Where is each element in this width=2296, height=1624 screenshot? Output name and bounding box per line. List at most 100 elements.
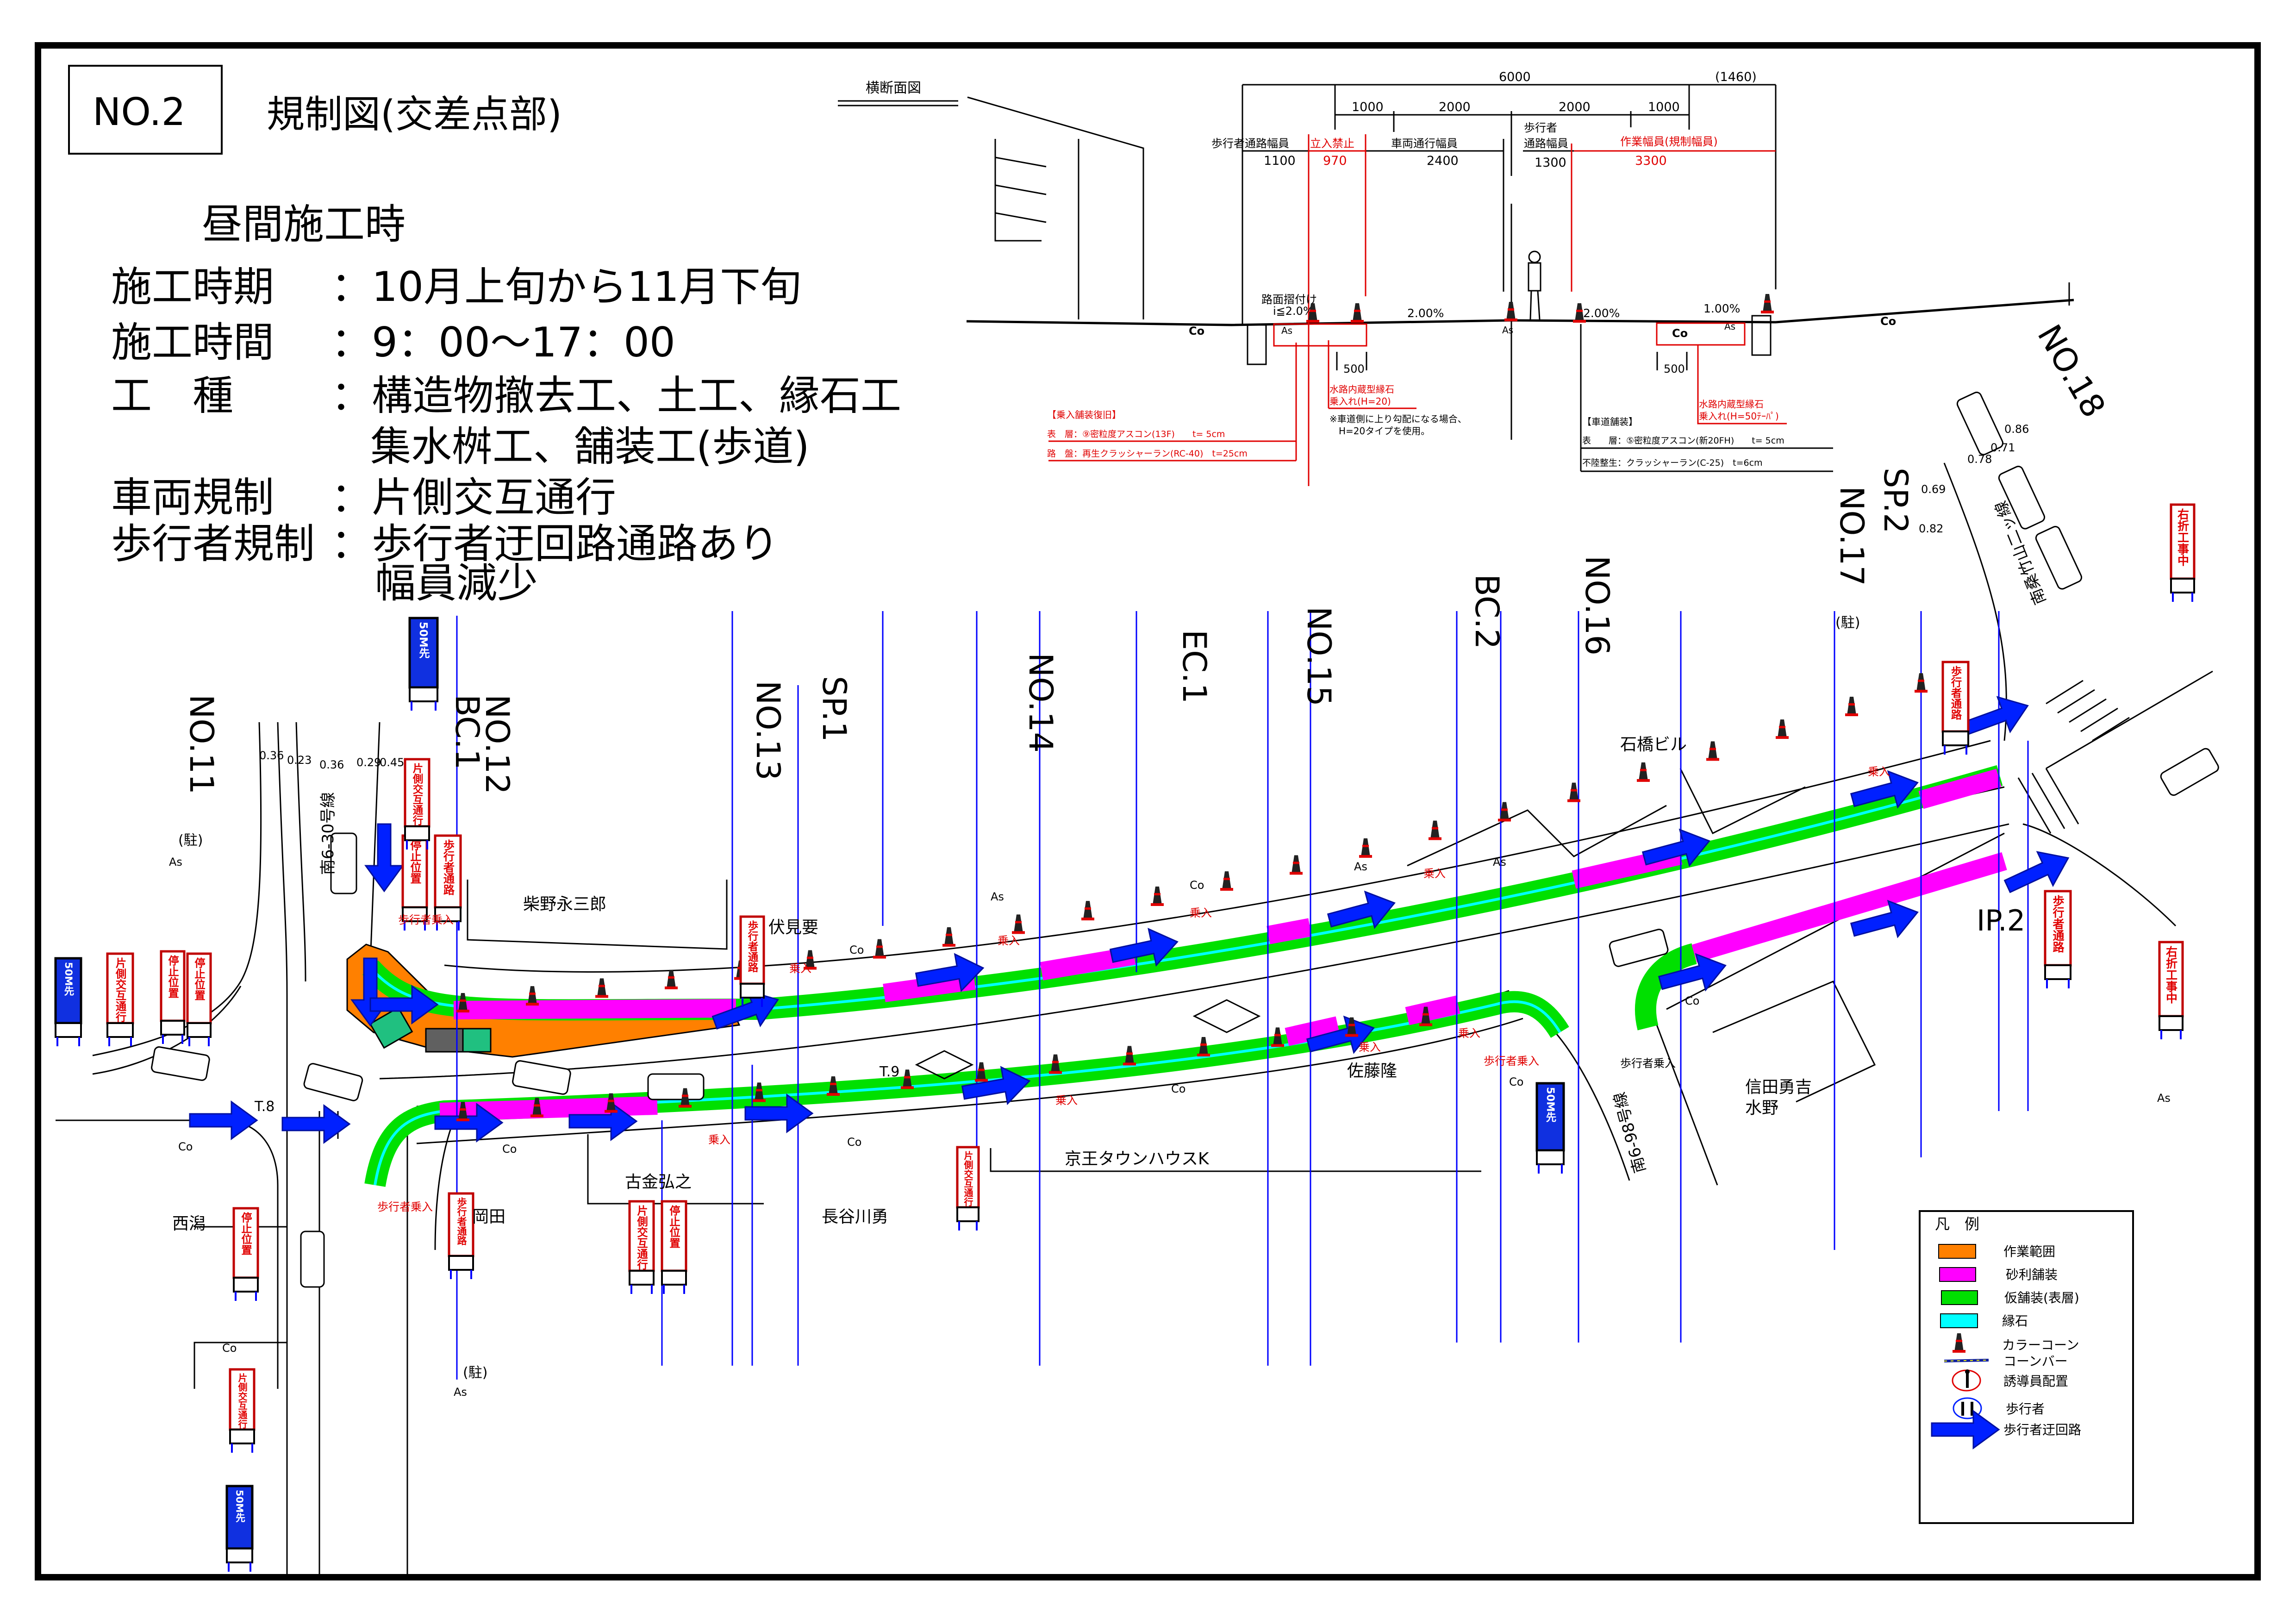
station-label: BC.2	[1468, 574, 1506, 649]
signboards: 停止位置歩行者通路片側交互通行50M先歩行者通路停止位置片側交互通行50M先停止…	[54, 503, 2196, 1572]
traffic-cone-icon	[1504, 302, 1517, 321]
legend-swatch-work-area	[1938, 1244, 1976, 1259]
legend-swatch-gravel	[1939, 1267, 1976, 1282]
place-hasegawa: 長谷川勇	[822, 1207, 888, 1226]
sign-pedestrian-path: 歩行者通路	[448, 1192, 474, 1279]
pedestrian-figure-icon	[1528, 250, 1541, 320]
surface-co: Co	[178, 1140, 193, 1153]
sign-text: 歩行者通路	[455, 1197, 467, 1246]
sign-text: 歩行者通路	[442, 839, 455, 895]
sheet-number-box	[68, 65, 223, 155]
traffic-cone-icon	[942, 927, 955, 947]
traffic-cone-icon	[1359, 838, 1372, 858]
sign-text: 停止位置	[408, 839, 421, 884]
dim-4: 1000	[1648, 100, 1680, 114]
sign-text: 50M先	[1544, 1087, 1556, 1123]
elevation: 0.36	[259, 749, 284, 762]
sign-stop-position: 停止位置	[232, 1207, 259, 1301]
sign-text: 片側交互通行	[114, 957, 127, 1023]
pedestrian-entry: 歩行者乗入	[1620, 1057, 1676, 1070]
sheet-number: NO.2	[93, 90, 186, 134]
traffic-cone-icon	[1290, 855, 1303, 875]
traffic-cone-icon	[1706, 741, 1719, 761]
elevation: 0.71	[1990, 441, 2015, 454]
excavator	[369, 1006, 413, 1049]
info-heading: 昼間施工時	[202, 200, 406, 248]
driveway-entry: 乗入	[1423, 867, 1446, 880]
slope-far-right: 1.00%	[1703, 302, 1740, 315]
road-name-west: 南6-30号線	[319, 792, 337, 875]
surface-co: Co	[222, 1342, 237, 1355]
driveway-base: 路 盤：再生クラッシャーラン(RC-40) t=25cm	[1047, 449, 1248, 459]
road-paving-heading: 【車道舗装】	[1582, 416, 1638, 427]
pedestrian-entry: 歩行者乗入	[1484, 1055, 1539, 1068]
sign-text: 停止位置	[166, 955, 179, 999]
sign-pedestrian-ahead: 50M先	[1535, 1082, 1565, 1174]
temp-paving-east	[1635, 943, 1697, 1031]
sign-stop-position: 停止位置	[186, 952, 212, 1046]
elevation: 0.29	[356, 756, 381, 769]
sign-pedestrian-ahead: 50M先	[408, 617, 439, 711]
info-value-pedestrian: ：歩行者迂回路通路あり	[331, 520, 779, 568]
curb-north	[369, 774, 2000, 1012]
pedestrian-icon	[1953, 1397, 1982, 1419]
place-shinoda: 信田勇吉	[1745, 1078, 1812, 1097]
sign-alternating-traffic: 片側交互通行	[229, 1368, 256, 1453]
sign-text: 右折工事中	[2165, 945, 2178, 1004]
curb-right-1: 水路内蔵型縁石	[1699, 399, 1764, 410]
surface-co-far: Co	[1880, 315, 1896, 328]
traffic-cone-icon	[1220, 871, 1233, 891]
legend-label-cone-bar: コーンバー	[2003, 1354, 2068, 1369]
sign-pedestrian-path: 歩行者通路	[739, 915, 765, 1007]
elevation: 0.69	[1921, 483, 1946, 496]
sign-text: 右折工事中	[2176, 508, 2190, 566]
sign-alternating-traffic: 片側交互通行	[956, 1146, 980, 1230]
place-sato: 佐藤隆	[1347, 1062, 1397, 1081]
surface-as: As	[169, 856, 182, 868]
traffic-cone-icon	[1845, 697, 1858, 716]
label-ped-width: 歩行者通路幅員	[1211, 137, 1289, 150]
surface-co: Co	[1509, 1075, 1523, 1088]
label-work-width: 作業幅員(規制幅員)	[1620, 135, 1718, 148]
traffic-cone-icon	[1151, 887, 1164, 906]
marker-t8: T.8	[254, 1099, 275, 1115]
detour-arrow-icon	[365, 823, 404, 892]
surface-as: As	[1493, 856, 1506, 868]
place-ishibashi-building: 石橋ビル	[1620, 735, 1687, 754]
detour-arrow-icon	[1958, 687, 2035, 747]
dim-2: 2000	[1439, 100, 1471, 114]
parking-mark: (駐)	[463, 1365, 487, 1381]
flagger-icon	[1952, 1369, 1981, 1392]
pedestrian-entry: 歩行者乗入	[398, 913, 454, 926]
surface-as: As	[454, 1386, 467, 1399]
road-marking-diamond	[1192, 999, 1261, 1033]
cross-section-title: 横断面図	[866, 80, 921, 96]
info-value-hours: ：9：00〜17：00	[331, 319, 675, 366]
sign-text: 歩行者通路	[746, 920, 759, 973]
place-nishigata: 西潟	[172, 1214, 206, 1233]
marker-ip2: IP.2	[1977, 904, 2025, 937]
label-ped2-2: 通路幅員	[1524, 137, 1568, 150]
surface-co: Co	[1190, 879, 1204, 892]
info-label-hours: 施工時間	[111, 319, 274, 366]
elevation: 0.45	[380, 756, 404, 769]
info-value-pedestrian-2: 幅員減少	[375, 559, 538, 607]
sign-alternating-traffic: 片側交互通行	[404, 758, 430, 849]
car	[151, 392, 2219, 1288]
info-label-pedestrian: 歩行者規制	[111, 520, 315, 568]
transition-2: i≦2.0%	[1273, 305, 1314, 318]
sign-right-turn-work: 右折工事中	[2170, 503, 2196, 602]
driveway-entry: 乗入	[789, 962, 811, 975]
place-kogane: 古金弘之	[625, 1173, 692, 1192]
elevation: 0.36	[319, 758, 344, 771]
station-label: EC.1	[1175, 630, 1213, 704]
sign-text: 停止位置	[239, 1212, 252, 1255]
surface-as-center: As	[1502, 325, 1513, 336]
sign-alternating-traffic: 片側交互通行	[106, 952, 134, 1046]
curb-left-1: 水路内蔵型縁石	[1329, 384, 1394, 395]
legend-label-pedestrian: 歩行者	[2006, 1401, 2045, 1417]
legend-title: 凡 例	[1935, 1215, 1979, 1233]
surface-as: As	[2157, 1092, 2171, 1105]
